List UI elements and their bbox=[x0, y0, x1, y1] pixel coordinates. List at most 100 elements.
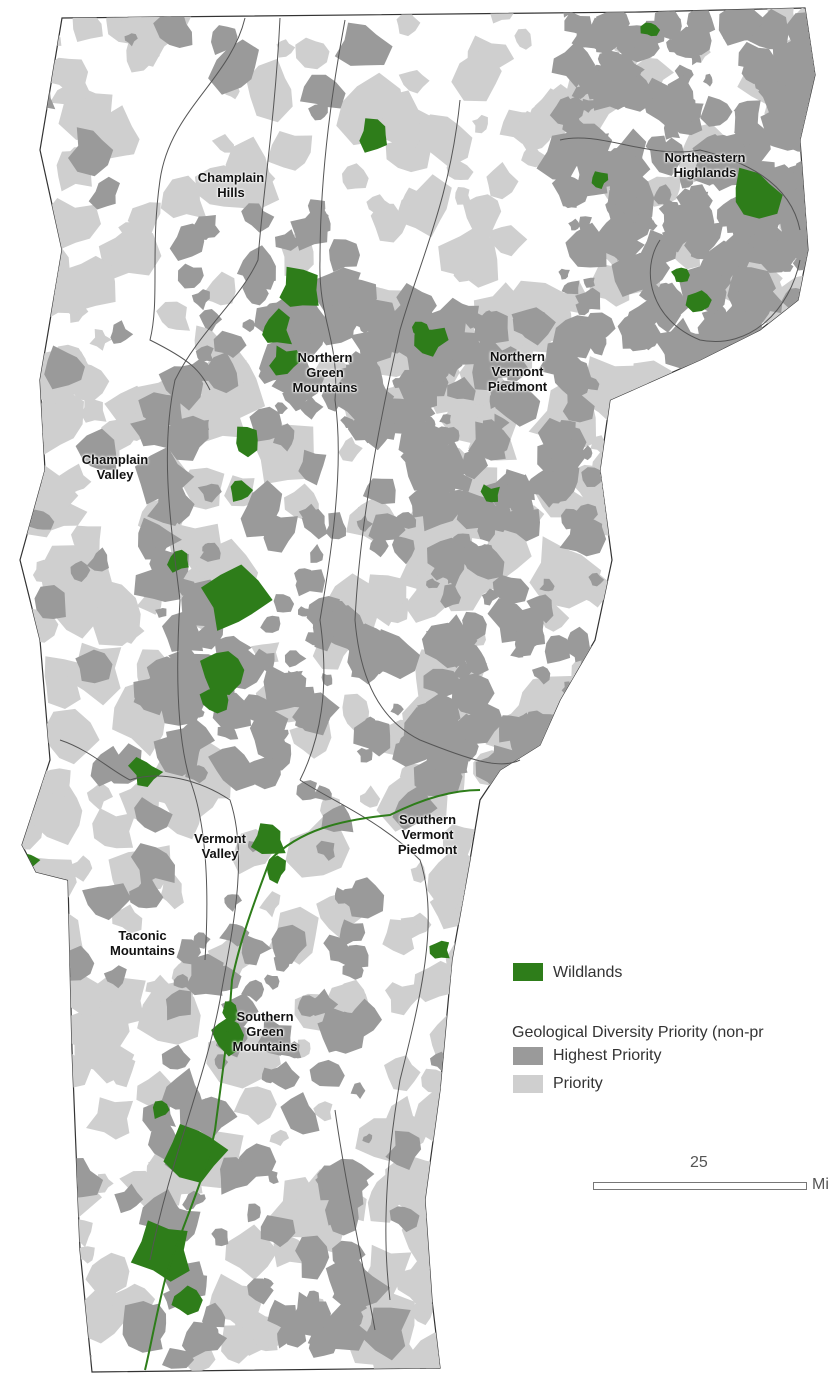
priority-patch bbox=[38, 768, 71, 802]
highest-priority-patch bbox=[570, 762, 606, 794]
wildland-patch bbox=[279, 266, 319, 307]
highest-priority-patch bbox=[579, 216, 592, 231]
priority-patch bbox=[398, 70, 430, 94]
boundary-river bbox=[334, 1109, 376, 1331]
wildland-patch bbox=[171, 1285, 203, 1316]
highest-priority-patch bbox=[247, 1203, 261, 1223]
priority-patch bbox=[694, 1284, 745, 1337]
highest-priority-patch bbox=[571, 86, 587, 99]
highest-priority-patch bbox=[260, 1215, 296, 1248]
highest-priority-patch bbox=[332, 1240, 366, 1270]
label-northeastern-highlands: Northeastern Highlands bbox=[664, 150, 746, 180]
priority-patch bbox=[267, 131, 313, 171]
priority-patch bbox=[488, 919, 519, 946]
highest-priority-patch bbox=[609, 163, 640, 211]
highest-priority-patch bbox=[316, 840, 335, 861]
priority-patch bbox=[438, 224, 499, 288]
highest-priority-patch bbox=[645, 135, 667, 153]
highest-priority-patch bbox=[426, 578, 440, 589]
highest-priority-patch bbox=[581, 658, 594, 674]
priority-patch bbox=[221, 1325, 258, 1364]
highest-priority-patch bbox=[654, 10, 679, 29]
boundary-northeast bbox=[559, 137, 801, 231]
priority-patch bbox=[111, 904, 143, 934]
highest-priority-patch bbox=[346, 351, 378, 383]
highest-priority-patch bbox=[161, 1044, 191, 1070]
highest-priority-patch bbox=[321, 1006, 365, 1054]
priority-patch bbox=[756, 1068, 815, 1131]
priority-patch bbox=[576, 844, 619, 898]
highest-priority-patch bbox=[761, 21, 775, 34]
priority-patch bbox=[716, 738, 737, 760]
highest-priority-patch bbox=[579, 445, 593, 461]
priority-patch bbox=[747, 902, 760, 920]
highest-priority-patch bbox=[305, 632, 320, 646]
highest-priority-patch bbox=[110, 320, 134, 344]
highest-priority-patch bbox=[539, 578, 555, 592]
label-champlain-hills: Champlain Hills bbox=[197, 170, 265, 200]
highest-priority-patch bbox=[772, 348, 783, 361]
highest-priority-patch bbox=[69, 1353, 92, 1372]
highest-priority-patch bbox=[177, 263, 204, 289]
highest-priority-patch bbox=[164, 415, 209, 461]
priority-patch bbox=[695, 1098, 718, 1119]
highest-priority-patch bbox=[551, 450, 569, 466]
highest-priority-patch bbox=[431, 637, 446, 650]
priority-patch bbox=[633, 943, 659, 966]
priority-patch bbox=[455, 187, 471, 205]
highest-priority-patch bbox=[492, 575, 530, 604]
priority-patch bbox=[568, 903, 593, 927]
priority-patch bbox=[453, 258, 477, 283]
highest-priority-patch bbox=[158, 366, 204, 411]
highest-priority-patch bbox=[526, 594, 554, 624]
priority-patch bbox=[624, 1330, 664, 1364]
wildland-patch bbox=[359, 118, 387, 153]
priority-patch bbox=[561, 874, 610, 917]
priority-patch bbox=[481, 980, 558, 1042]
priority-patch bbox=[20, 683, 37, 714]
scale-value: 25 bbox=[690, 1154, 708, 1171]
highest-priority-patch bbox=[597, 52, 610, 67]
highest-priority-patch bbox=[536, 132, 584, 181]
priority-patch bbox=[736, 799, 757, 820]
priority-patch bbox=[86, 1097, 134, 1140]
priority-patch bbox=[127, 202, 161, 234]
highest-priority-patch bbox=[360, 716, 377, 734]
highest-priority-patch bbox=[264, 974, 280, 990]
priority-patch bbox=[794, 1262, 815, 1302]
priority-patch bbox=[486, 162, 519, 200]
priority-patch bbox=[89, 329, 112, 351]
highest-priority-patch bbox=[605, 147, 633, 172]
priority-patch bbox=[696, 875, 751, 938]
priority-patch bbox=[574, 679, 631, 742]
highest-priority-patch bbox=[363, 1307, 411, 1361]
priority-patch bbox=[31, 1237, 77, 1294]
highest-priority-patch bbox=[273, 594, 295, 613]
priority-patch bbox=[797, 628, 815, 648]
highest-priority-patch bbox=[389, 1206, 420, 1233]
highest-priority-patch bbox=[472, 339, 509, 391]
highest-priority-patch bbox=[348, 877, 385, 919]
highest-priority-patch bbox=[347, 364, 373, 396]
wildland-patch bbox=[200, 651, 245, 695]
highest-priority-patch bbox=[499, 715, 527, 743]
priority-patch bbox=[444, 1156, 468, 1183]
highest-priority-patch bbox=[273, 950, 291, 972]
highest-priority-patch bbox=[316, 303, 358, 346]
highest-priority-patch bbox=[459, 544, 505, 580]
highest-priority-patch bbox=[103, 965, 127, 989]
priority-patch bbox=[621, 461, 644, 484]
priority-patch bbox=[573, 673, 593, 696]
priority-patch bbox=[30, 779, 83, 846]
priority-patch bbox=[20, 1187, 49, 1230]
highest-priority-patch bbox=[340, 623, 393, 660]
priority-patch bbox=[58, 463, 92, 496]
priority-patch bbox=[160, 874, 184, 910]
priority-patch bbox=[598, 451, 649, 498]
highest-priority-patch bbox=[551, 40, 596, 88]
highest-priority-patch bbox=[308, 1326, 338, 1358]
priority-patch bbox=[685, 1191, 741, 1246]
label-champlain-valley: Champlain Valley bbox=[81, 452, 149, 482]
highest-priority-patch bbox=[385, 1130, 422, 1170]
highest-priority-patch bbox=[392, 535, 415, 565]
